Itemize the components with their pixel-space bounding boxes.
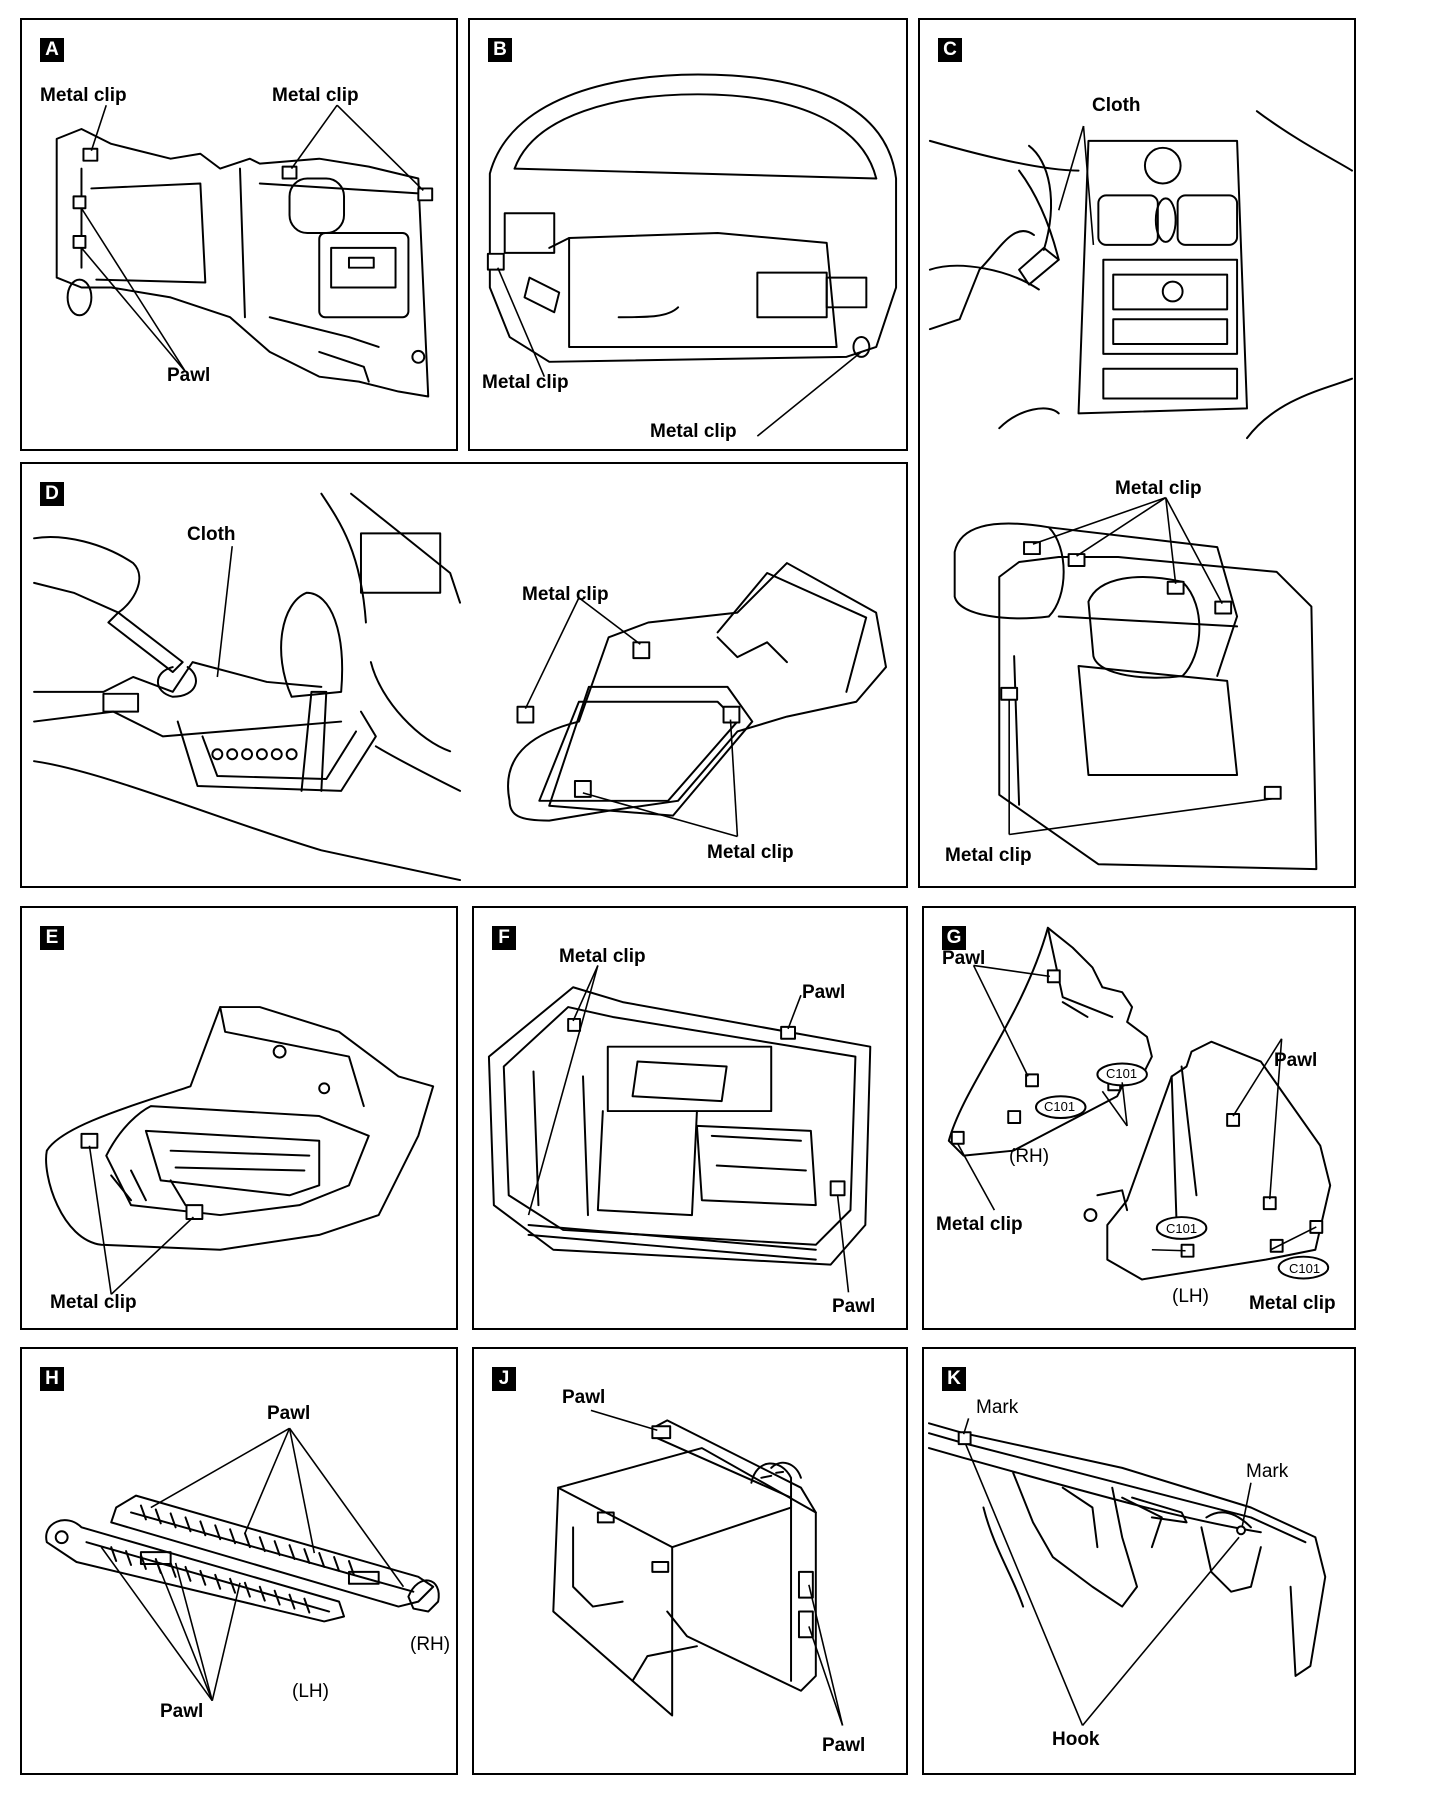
panel-h: H Pawl Pawl (RH) (LH) xyxy=(20,1347,458,1775)
panel-badge: B xyxy=(488,38,512,62)
panel-badge: J xyxy=(492,1367,516,1391)
panel-badge: A xyxy=(40,38,64,62)
panel-badge: F xyxy=(492,926,516,950)
panel-f-illustration xyxy=(487,965,872,1293)
panel-badge: G xyxy=(942,926,966,950)
label-metal-clip: Metal clip xyxy=(707,842,794,863)
label-rh: (RH) xyxy=(410,1634,451,1655)
panel-c: C xyxy=(918,18,1356,888)
panel-e: E Metal clip xyxy=(20,906,458,1330)
label-metal-clip: Metal clip xyxy=(40,85,127,106)
panel-badge: D xyxy=(40,482,64,506)
label-metal-clip: Metal clip xyxy=(650,421,737,442)
panel-badge: H xyxy=(40,1367,64,1391)
label-metal-clip: Metal clip xyxy=(272,85,359,106)
panel-badge: E xyxy=(40,926,64,950)
label-cloth: Cloth xyxy=(1092,95,1141,116)
panel-g: G Pawl Pawl (RH) xyxy=(922,906,1356,1330)
label-hook: Hook xyxy=(1052,1729,1100,1750)
label-metal-clip: Metal clip xyxy=(522,584,609,605)
label-metal-clip: Metal clip xyxy=(945,845,1032,866)
label-metal-clip: Metal clip xyxy=(936,1214,1023,1235)
panel-b: B Metal clip Metal clip xyxy=(468,18,908,451)
panel-c-illustration xyxy=(928,110,1354,871)
label-lh: (LH) xyxy=(1172,1286,1209,1307)
label-pawl: Pawl xyxy=(160,1701,204,1722)
panel-j: J Pawl Pawl xyxy=(472,1347,908,1775)
label-pawl: Pawl xyxy=(562,1387,606,1408)
label-pawl: Pawl xyxy=(802,982,846,1003)
label-mark: Mark xyxy=(1246,1461,1289,1482)
label-pawl: Pawl xyxy=(942,948,986,969)
label-mark: Mark xyxy=(976,1397,1019,1418)
panel-d: D Cloth Metal c xyxy=(20,462,908,888)
label-pawl: Pawl xyxy=(167,365,211,386)
label-pawl: Pawl xyxy=(1274,1050,1318,1071)
panel-b-illustration xyxy=(486,73,898,437)
panel-k-illustration xyxy=(927,1418,1327,1726)
label-pawl: Pawl xyxy=(267,1403,311,1424)
panel-j-illustration xyxy=(552,1409,844,1726)
panel-a-illustration xyxy=(55,104,434,398)
connector-label-c101: C101 xyxy=(1166,1221,1198,1236)
panel-a: A Metal clip Metal clip Pawl xyxy=(20,18,458,451)
label-cloth: Cloth xyxy=(187,524,236,545)
panel-badge: K xyxy=(942,1367,966,1391)
panel-h-illustration xyxy=(45,1427,440,1702)
connector-label-c101: C101 xyxy=(1044,1099,1076,1114)
panel-d-illustration xyxy=(33,492,887,882)
label-pawl: Pawl xyxy=(822,1735,866,1756)
label-metal-clip: Metal clip xyxy=(1115,478,1202,499)
panel-e-illustration xyxy=(45,1006,435,1295)
panel-k: K Mark Mark Hook xyxy=(922,1347,1356,1775)
panel-g-illustration xyxy=(947,926,1332,1281)
label-metal-clip: Metal clip xyxy=(559,946,646,967)
label-rh: (RH) xyxy=(1009,1146,1050,1167)
label-metal-clip: Metal clip xyxy=(1249,1293,1336,1314)
panel-f: F Metal clip Pawl Pawl xyxy=(472,906,908,1330)
panel-badge: C xyxy=(938,38,962,62)
label-lh: (LH) xyxy=(292,1681,329,1702)
label-metal-clip: Metal clip xyxy=(50,1292,137,1313)
label-pawl: Pawl xyxy=(832,1296,876,1317)
label-metal-clip: Metal clip xyxy=(482,372,569,393)
connector-label-c101: C101 xyxy=(1289,1261,1321,1276)
connector-label-c101: C101 xyxy=(1106,1066,1138,1081)
